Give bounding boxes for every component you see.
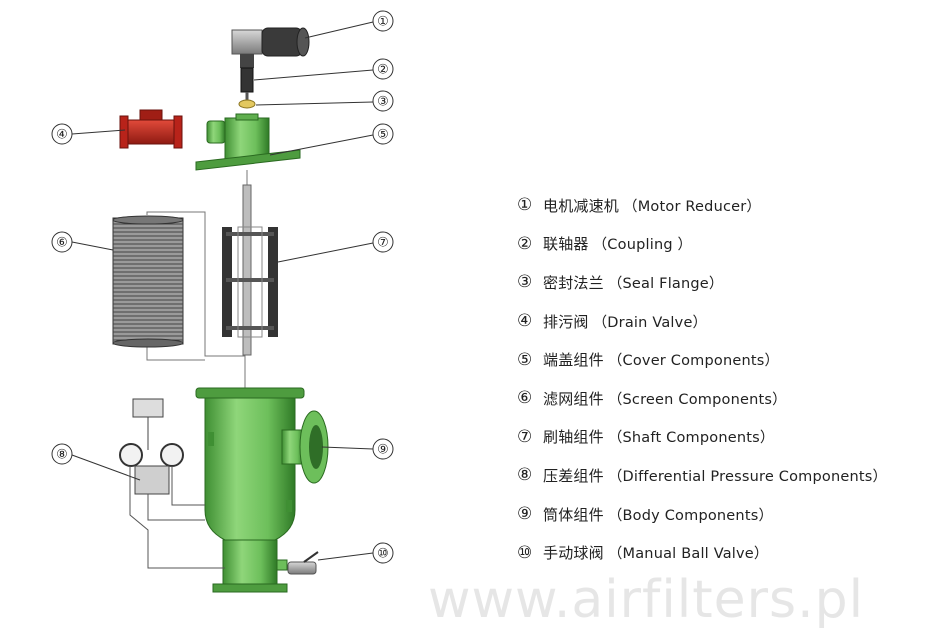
legend-item: ① 电机减速机（Motor Reducer） [517, 186, 947, 225]
motor-reducer [231, 27, 310, 68]
legend-item: ④ 排污阀（Drain Valve） [517, 302, 947, 341]
legend-english-label: （Drain Valve） [592, 314, 708, 331]
shaft-components [222, 226, 278, 338]
callout-label: ④ [56, 128, 68, 143]
legend-chinese-label: 手动球阀 [543, 544, 604, 563]
callout-3: ③ [372, 90, 394, 112]
legend-chinese-label: 密封法兰 [543, 273, 604, 292]
legend-english-label: （Body Components） [607, 507, 774, 524]
legend-number: ⑤ [517, 349, 533, 370]
component-legend: ① 电机减速机（Motor Reducer） ② 联轴器（Coupling ） ③ 密封法… [517, 186, 947, 572]
legend-item: ③ 密封法兰（Seal Flange） [517, 263, 947, 302]
callout-markers: ① ② ③ ④ ⑤ ⑥ ⑦ ⑧ ⑨ ⑩ [51, 10, 394, 564]
callout-label: ⑩ [377, 547, 389, 562]
leader-lines [71, 21, 374, 561]
callout-9: ⑨ [372, 438, 394, 460]
watermark-text: www.airfilters.pl [428, 570, 865, 630]
callout-label: ① [377, 15, 389, 30]
differential-pressure-components [119, 398, 225, 569]
callout-10: ⑩ [372, 542, 394, 564]
callout-8: ⑧ [51, 443, 73, 465]
callout-label: ② [377, 63, 389, 78]
callout-5: ⑤ [372, 123, 394, 145]
legend-english-label: （Screen Components） [607, 391, 787, 408]
callout-label: ⑤ [377, 128, 389, 143]
cover-components [195, 113, 301, 171]
callout-4: ④ [51, 123, 73, 145]
callout-label: ⑧ [56, 448, 68, 463]
manual-ball-valve [276, 551, 319, 575]
legend-english-label: （Coupling ） [592, 237, 693, 254]
shaft-rod [242, 184, 252, 356]
callout-label: ⑦ [377, 236, 389, 251]
callout-1: ① [372, 10, 394, 32]
legend-number: ① [517, 195, 533, 216]
legend-number: ② [517, 233, 533, 254]
legend-number: ⑥ [517, 388, 533, 409]
legend-chinese-label: 联轴器 [543, 235, 589, 254]
callout-7: ⑦ [372, 231, 394, 253]
legend-item: ⑧ 压差组件（Differential Pressure Components） [517, 456, 947, 495]
coupling [240, 67, 254, 100]
legend-number: ⑩ [517, 542, 533, 563]
legend-item: ⑦ 刷轴组件（Shaft Components） [517, 418, 947, 457]
legend-number: ⑦ [517, 426, 533, 447]
legend-number: ③ [517, 272, 533, 293]
legend-english-label: （Differential Pressure Components） [607, 468, 888, 485]
legend-english-label: （Cover Components） [607, 353, 780, 370]
legend-chinese-label: 刷轴组件 [543, 428, 604, 447]
legend-english-label: （Seal Flange） [607, 275, 724, 292]
legend-english-label: （Manual Ball Valve） [607, 546, 769, 563]
legend-english-label: （Shaft Components） [607, 430, 775, 447]
legend-number: ⑧ [517, 465, 533, 486]
legend-chinese-label: 筒体组件 [543, 505, 604, 524]
callout-label: ⑨ [377, 443, 389, 458]
callout-6: ⑥ [51, 231, 73, 253]
legend-chinese-label: 端盖组件 [543, 351, 604, 370]
screen-components [112, 215, 184, 348]
legend-item: ② 联轴器（Coupling ） [517, 225, 947, 264]
body-components [195, 387, 329, 593]
legend-chinese-label: 压差组件 [543, 466, 604, 485]
callout-label: ③ [377, 95, 389, 110]
legend-number: ④ [517, 311, 533, 332]
callout-label: ⑥ [56, 236, 68, 251]
legend-english-label: （Motor Reducer） [623, 198, 762, 215]
legend-item: ⑥ 滤网组件（Screen Components） [517, 379, 947, 418]
legend-chinese-label: 电机减速机 [543, 196, 620, 215]
legend-item: ⑤ 端盖组件（Cover Components） [517, 340, 947, 379]
legend-item: ⑨ 筒体组件（Body Components） [517, 495, 947, 534]
drain-valve [119, 109, 183, 149]
legend-chinese-label: 滤网组件 [543, 389, 604, 408]
legend-number: ⑨ [517, 504, 533, 525]
legend-item: ⑩ 手动球阀（Manual Ball Valve） [517, 533, 947, 572]
seal-flange [238, 99, 256, 109]
callout-2: ② [372, 58, 394, 80]
legend-chinese-label: 排污阀 [543, 312, 589, 331]
